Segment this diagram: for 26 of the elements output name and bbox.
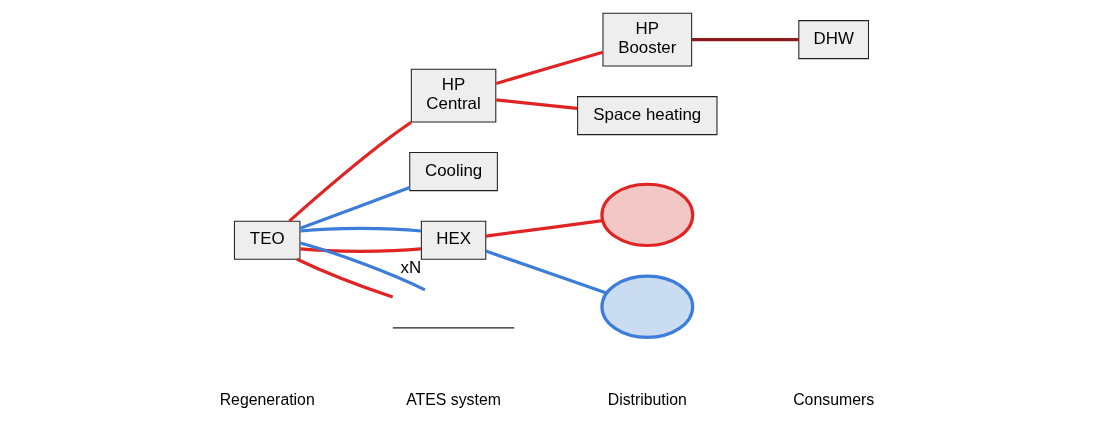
node-box: Cooling bbox=[409, 151, 498, 191]
connector bbox=[692, 37, 799, 41]
connector bbox=[485, 249, 607, 294]
connector bbox=[296, 257, 394, 299]
node-ellipse bbox=[600, 274, 695, 339]
node-box: TEO bbox=[233, 220, 301, 260]
connector bbox=[299, 240, 426, 291]
label: Consumers bbox=[793, 390, 875, 408]
node-ellipse bbox=[600, 182, 695, 247]
connector bbox=[288, 120, 413, 222]
node-box: Space heating bbox=[577, 95, 718, 135]
node-wave bbox=[392, 326, 515, 328]
connector bbox=[496, 97, 578, 110]
label: Regeneration bbox=[219, 390, 315, 408]
node-box: HEX bbox=[420, 220, 487, 260]
connector bbox=[299, 185, 411, 230]
connector bbox=[300, 226, 422, 233]
connector bbox=[300, 246, 422, 253]
label: Distribution bbox=[607, 390, 687, 408]
node-label: xN bbox=[400, 257, 422, 277]
connector bbox=[495, 50, 604, 85]
node-box: DHW bbox=[798, 19, 870, 59]
node-box: HP Booster bbox=[602, 12, 693, 67]
connector bbox=[485, 218, 603, 238]
label: ATES system bbox=[406, 390, 501, 408]
node-box: HP Central bbox=[410, 68, 497, 122]
